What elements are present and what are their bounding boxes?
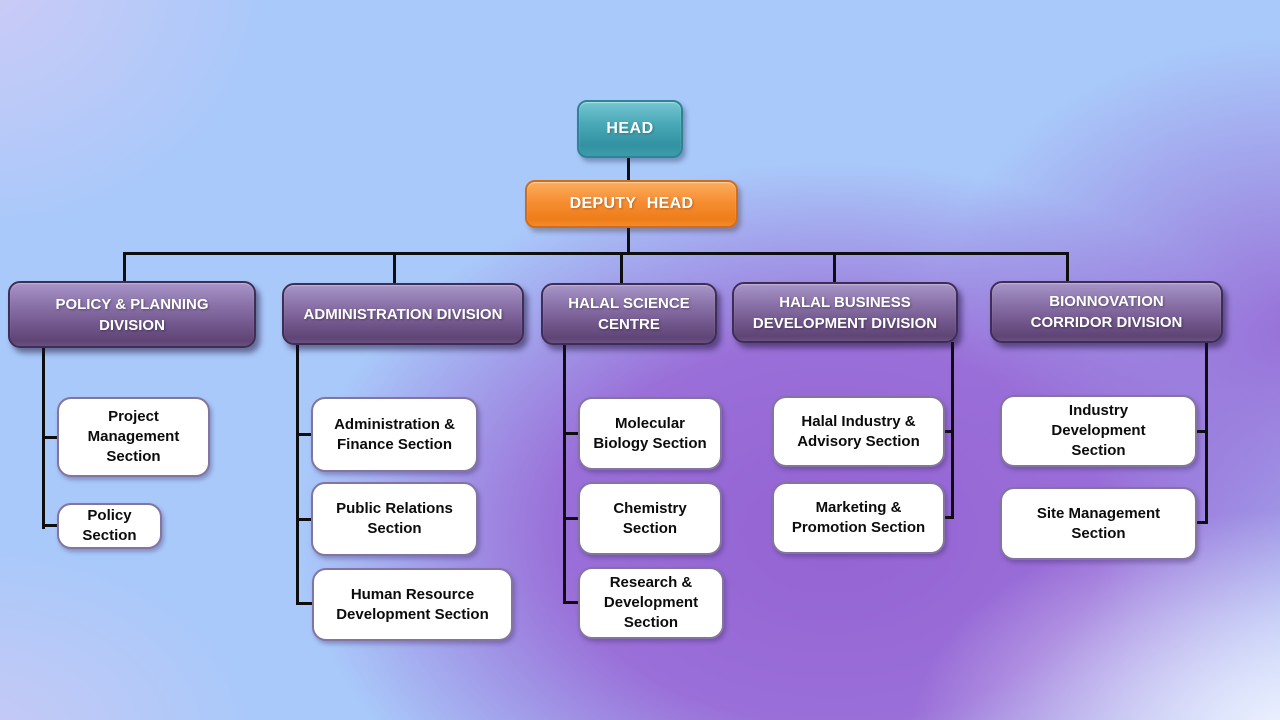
division-box-administration: ADMINISTRATION DIVISION [282, 283, 524, 345]
connector-stub [296, 433, 312, 436]
section-box-industry-development: Industry Development Section [1000, 395, 1197, 467]
connector-stub [42, 524, 58, 527]
connector-stub [563, 517, 580, 520]
connector-bus [123, 252, 1069, 255]
connector-stub [563, 432, 580, 435]
connector-drop-division-4 [833, 252, 836, 283]
section-box-public-relations: Public Relations Section [311, 482, 478, 556]
connector-stub [42, 436, 58, 439]
connector-stub [943, 516, 954, 519]
connector-deputy-bus [627, 228, 630, 254]
connector-stub [1195, 521, 1208, 524]
connector-head-deputy [627, 158, 630, 181]
connector-stub [296, 602, 314, 605]
connector-drop-division-2 [393, 252, 396, 284]
connector-stub [943, 430, 954, 433]
node-deputy-head: DEPUTY HEAD [525, 180, 738, 228]
connector-drop-division-3 [620, 252, 623, 284]
connector-stub [1195, 430, 1208, 433]
division-box-policy-planning: POLICY & PLANNING DIVISION [8, 281, 256, 348]
connector-drop-division-5 [1066, 252, 1069, 282]
section-box-policy: Policy Section [57, 503, 162, 549]
node-head: HEAD [577, 100, 683, 158]
section-box-research-development: Research & Development Section [578, 567, 724, 639]
connector-trunk-division-5 [1205, 342, 1208, 524]
section-box-admin-finance: Administration & Finance Section [311, 397, 478, 472]
connector-trunk-division-3 [563, 343, 566, 604]
section-box-site-management: Site Management Section [1000, 487, 1197, 560]
section-box-project-management: Project Management Section [57, 397, 210, 477]
section-box-human-resource: Human Resource Development Section [312, 568, 513, 641]
connector-drop-division-1 [123, 252, 126, 282]
connector-trunk-division-2 [296, 343, 299, 605]
division-box-bionnovation: BIONNOVATION CORRIDOR DIVISION [990, 281, 1223, 343]
division-box-halal-science: HALAL SCIENCE CENTRE [541, 283, 717, 345]
connector-stub [296, 518, 312, 521]
section-box-halal-industry-advisory: Halal Industry & Advisory Section [772, 396, 945, 467]
connector-stub [563, 601, 580, 604]
division-box-halal-business: HALAL BUSINESS DEVELOPMENT DIVISION [732, 282, 958, 343]
section-box-molecular-biology: Molecular Biology Section [578, 397, 722, 470]
section-box-chemistry: Chemistry Section [578, 482, 722, 555]
section-box-marketing-promotion: Marketing & Promotion Section [772, 482, 945, 554]
